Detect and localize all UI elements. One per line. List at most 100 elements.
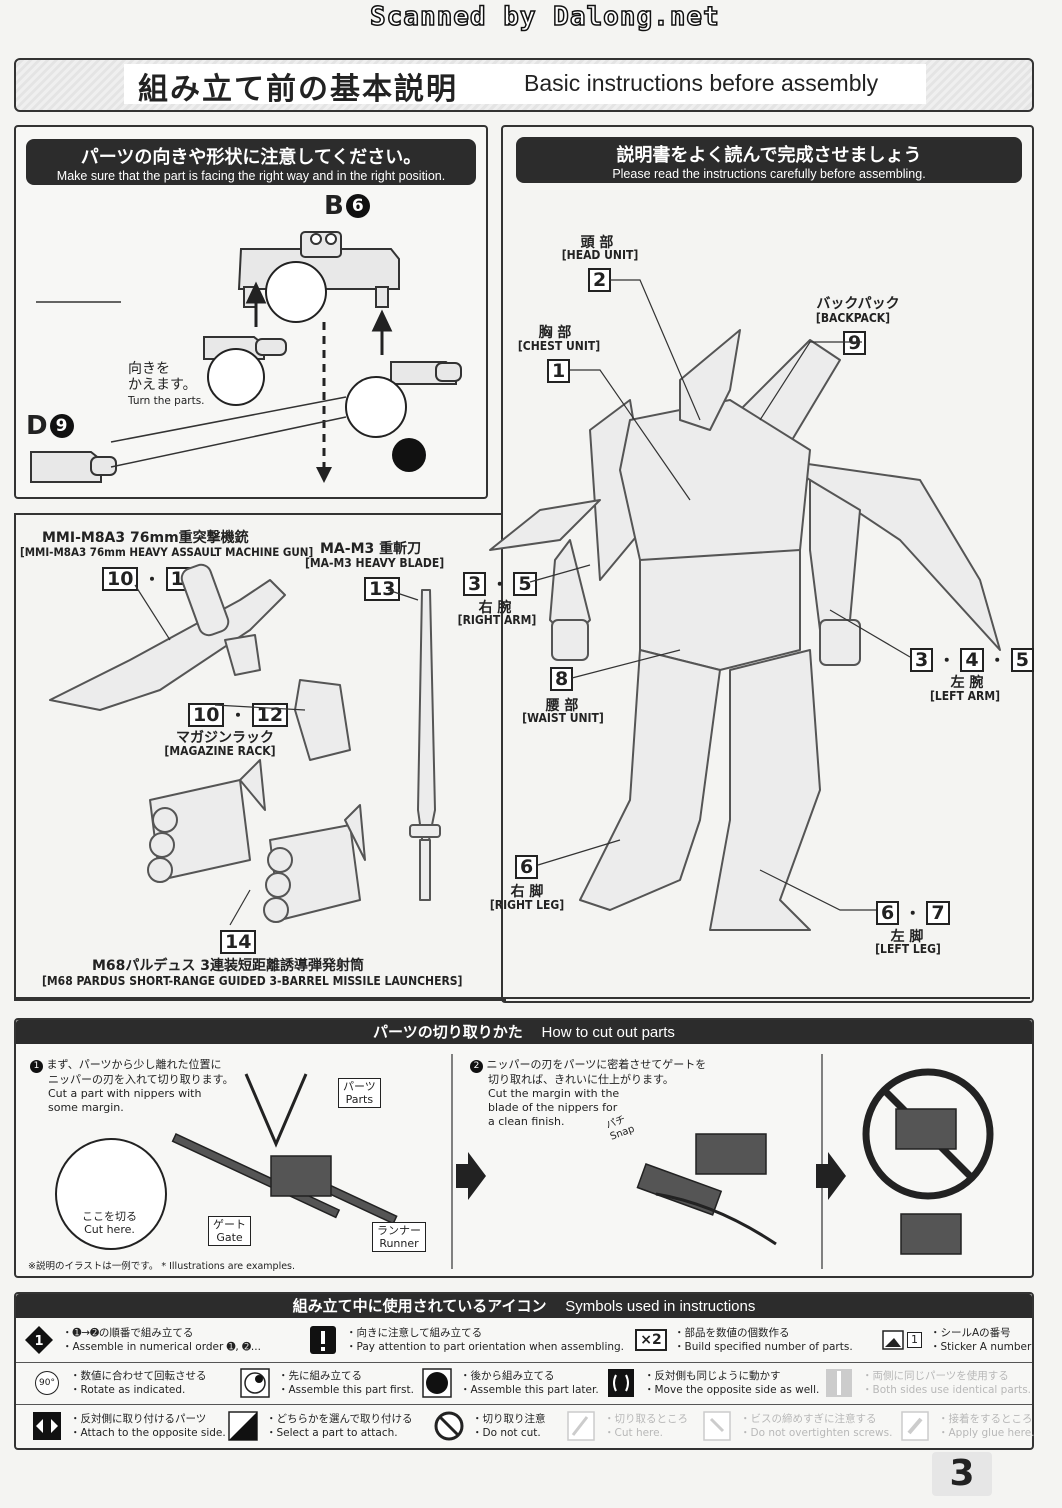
symbol-12-en: ・Do not cut. xyxy=(472,1427,541,1439)
cut-here-icon xyxy=(564,1410,598,1442)
waist-num: 8 xyxy=(550,667,574,691)
left-arm-nums: 3 ・ 4 ・ 5 xyxy=(910,647,1035,672)
orientation-title-bar: パーツの向きや形状に注意してください。 Make sure that the p… xyxy=(26,139,476,185)
chest-unit-jp: 胸 部 xyxy=(538,325,572,341)
step2-en-3: a clean finish. xyxy=(488,1115,565,1128)
right-arm-nums: 3 ・ 5 xyxy=(463,571,537,596)
orientation-title-jp: パーツの向きや形状に注意してください。 xyxy=(80,147,422,168)
symbol-1-en: ・Assemble in numerical order ➊, ➋... xyxy=(62,1341,261,1353)
turn-en: Turn the parts. xyxy=(128,395,205,407)
callout-b-num: 6 xyxy=(345,194,370,218)
x2-text: ×2 xyxy=(635,1329,667,1351)
symbol-6-en: ・Assemble this part first. xyxy=(278,1384,414,1396)
step1-en-1: Cut a part with nippers with xyxy=(48,1087,202,1100)
magazine-jp: マガジンラック xyxy=(176,730,274,746)
overview-panel-frame-bottom xyxy=(14,997,1030,999)
missile-jp: M68パルデュス 3連装短距離誘導弾発射筒 xyxy=(92,958,365,974)
symbol-8-en: ・Move the opposite side as well. xyxy=(644,1384,820,1396)
symbol-numbered-order: 1 ・➊→➋の順番で組み立てる・Assemble in numerical or… xyxy=(22,1324,312,1360)
head-unit-en: [HEAD UNIT] xyxy=(561,248,639,262)
symbol-14-en: ・Do not overtighten screws. xyxy=(740,1427,893,1439)
gun-label-jp: MMI-M8A3 76mm重突撃機銃 xyxy=(42,530,249,546)
header-box: 組み立て前の基本説明 Basic instructions before ass… xyxy=(14,58,1034,112)
page-number-box: 3 xyxy=(932,1452,992,1496)
magazine-nums: 10 ・ 12 xyxy=(188,702,289,727)
orientation-title-en: Make sure that the part is facing the ri… xyxy=(56,169,446,183)
right-arm-num-a: 3 xyxy=(463,572,487,596)
backpack-jp: バックパック xyxy=(816,296,900,312)
weapons-illustration xyxy=(49,563,441,926)
symbol-10-en: ・Attach to the opposite side. xyxy=(70,1427,226,1439)
right-leg-num: 6 xyxy=(515,855,539,879)
scan-watermark: Scanned by Dalong.net xyxy=(369,1,720,33)
step1-jp-2: ニッパーの刃を入れて切り取ります。 xyxy=(48,1073,234,1086)
callout-d-letter: D xyxy=(26,411,48,441)
step1-text: 1 まず、パーツから少し離れた位置に ニッパーの刃を入れて切り取ります。 Cut… xyxy=(30,1058,234,1115)
symbol-10-jp: ・反対側に取り付けるパーツ xyxy=(70,1413,207,1425)
opposite-attach-icon xyxy=(30,1410,64,1442)
gate-en: Gate xyxy=(216,1231,243,1244)
missile-en: [M68 PARDUS SHORT-RANGE GUIDED 3-BARREL … xyxy=(42,974,463,988)
rotate-icon: 90° xyxy=(30,1367,64,1399)
right-arm-num-b: 5 xyxy=(513,572,537,596)
symbol-glue: ・接着をするところ・Apply glue here. xyxy=(898,1410,1035,1446)
glue-icon xyxy=(898,1410,932,1442)
cut-title-jp: パーツの切り取りかた xyxy=(373,1023,523,1041)
right-leg-en: [RIGHT LEG] xyxy=(489,898,565,912)
parts-callout: パーツ Parts xyxy=(338,1078,381,1108)
symbol-4-en: ・Sticker A number xyxy=(930,1341,1032,1353)
header-title-jp: 組み立て前の基本説明 xyxy=(138,72,458,107)
symbol-rotate: 90° ・数値に合わせて回転させる・Rotate as indicated. xyxy=(30,1367,240,1403)
cut-here-en: Cut here. xyxy=(84,1223,135,1236)
left-leg-num-a: 6 xyxy=(876,901,900,925)
step2-text: 2 ニッパーの刃をパーツに密着させてゲートを 切り取れば、きれいに仕上がります。… xyxy=(470,1058,706,1129)
sticker-num: 1 xyxy=(907,1332,922,1348)
symbol-x2: ×2 ・部品を数値の個数作る・Build specified number of… xyxy=(634,1324,874,1360)
select-icon xyxy=(226,1410,260,1442)
symbol-14-jp: ・ビスの締めすぎに注意する xyxy=(740,1413,877,1425)
symbol-12-jp: ・切り取り注意 xyxy=(472,1413,546,1425)
symbol-identical: ・両側に同じパーツを使用する・Both sides use identical … xyxy=(822,1367,1032,1403)
runner-en: Runner xyxy=(379,1237,419,1250)
parts-en: Parts xyxy=(345,1093,374,1106)
later-icon xyxy=(420,1367,454,1399)
left-leg-en: [LEFT LEG] xyxy=(875,942,941,956)
runner-jp: ランナー xyxy=(377,1224,421,1237)
overview-panel-frame-right xyxy=(501,125,1034,1003)
orientation-panel: パーツの向きや形状に注意してください。 Make sure that the p… xyxy=(14,125,488,499)
left-leg-num-b: 7 xyxy=(926,901,950,925)
overview-panel-frame-top xyxy=(14,513,503,515)
right-leg-jp: 右 脚 xyxy=(510,884,544,900)
cut-section: パーツの切り取りかた How to cut out parts 1 まず、パーツ… xyxy=(14,1018,1034,1278)
callout-b-letter: B xyxy=(324,191,344,221)
gate-jp: ゲート xyxy=(213,1218,246,1231)
symbol-first: ・先に組み立てる・Assemble this part first. xyxy=(238,1367,418,1403)
opposite-move-icon xyxy=(604,1367,638,1399)
symbol-2-en: ・Pay attention to part orientation when … xyxy=(346,1341,625,1353)
gate-callout: ゲート Gate xyxy=(208,1216,251,1246)
symbol-cut-here: ・切り取るところ・Cut here. xyxy=(564,1410,704,1446)
symbol-sticker: 1 ・シールAの番号・Sticker A number xyxy=(878,1324,1032,1360)
symbol-15-jp: ・接着をするところ xyxy=(938,1413,1033,1425)
chest-unit-num: 1 xyxy=(547,359,571,383)
symbol-3-jp: ・部品を数値の個数作る xyxy=(674,1327,790,1339)
symbol-11-jp: ・どちらかを選んで取り付ける xyxy=(266,1413,413,1425)
missile-num: 14 xyxy=(220,930,257,954)
cut-title-en: How to cut out parts xyxy=(541,1024,675,1041)
screw-icon xyxy=(700,1410,734,1442)
cut-here-jp: ここを切る xyxy=(82,1210,137,1223)
backpack-en: [BACKPACK] xyxy=(815,311,891,325)
symbol-opposite-attach: ・反対側に取り付けるパーツ・Attach to the opposite sid… xyxy=(30,1410,240,1446)
turn-jp-1: 向きを xyxy=(128,361,170,377)
symbol-15-en: ・Apply glue here. xyxy=(938,1427,1035,1439)
turn-parts-label: 向きを かえます。 Turn the parts. xyxy=(128,361,205,409)
left-arm-num-b: 4 xyxy=(960,648,984,672)
symbol-7-en: ・Assemble this part later. xyxy=(460,1384,599,1396)
robot-illustration xyxy=(489,329,1001,931)
page-number: 3 xyxy=(949,1453,975,1494)
symbol-screw: ・ビスの締めすぎに注意する・Do not overtighten screws. xyxy=(700,1410,893,1446)
symbol-no-cut: ・切り取り注意・Do not cut. xyxy=(432,1410,582,1446)
blade-label-jp: MA-M3 重斬刀 xyxy=(320,541,422,557)
step2-en-2: blade of the nippers for xyxy=(488,1101,618,1114)
